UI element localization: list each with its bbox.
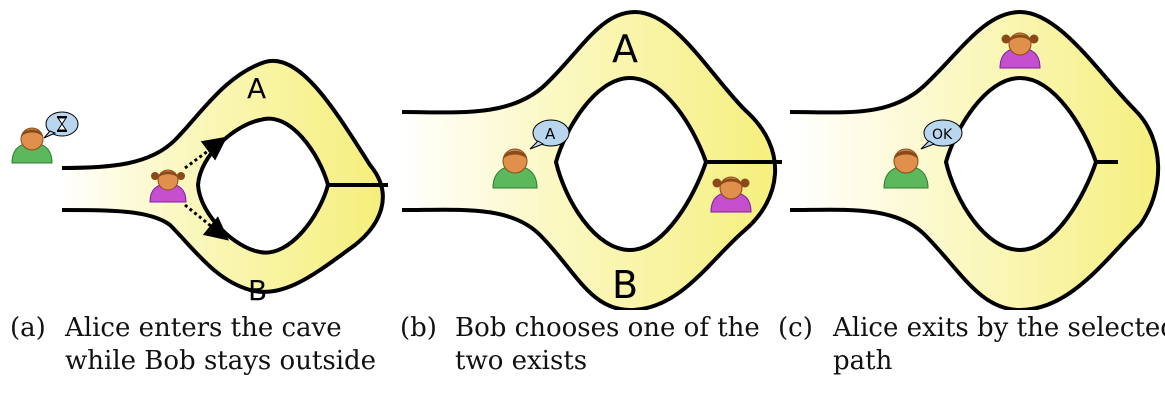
caption-b: (b) Bob chooses one of the two exists <box>400 312 760 382</box>
panel-b-label-bottom: B <box>612 263 638 307</box>
caption-c-line2: path <box>833 346 893 376</box>
caption-c: (c) Alice exits by the selected path <box>778 312 1165 382</box>
panel-c-bob-avatar <box>883 148 929 189</box>
caption-a-line2: while Bob stays outside <box>65 346 377 376</box>
panel-b-bubble-text: A <box>545 125 556 143</box>
caption-c-line1: Alice exits by the selected <box>833 313 1165 343</box>
panel-a-label-top: A <box>247 72 266 105</box>
panel-a-cave <box>61 58 388 294</box>
caption-a-line1: Alice enters the cave <box>65 313 342 343</box>
panel-b-cave <box>401 9 782 310</box>
caption-a: (a) Alice enters the cave while Bob stay… <box>10 312 376 382</box>
panel-b-alice-avatar <box>710 176 752 213</box>
panel-b-label-top: A <box>612 27 638 71</box>
panel-b-bob-avatar <box>492 148 538 189</box>
panel-c-alice-avatar <box>999 32 1041 69</box>
panel-a-bob-avatar <box>11 127 53 164</box>
zkp-cave-figure: A B A B A <box>11 9 1161 310</box>
panel-c-bob-bubble <box>920 119 963 150</box>
panel-b-bob-bubble <box>529 119 570 150</box>
panel-a-label-bottom: B <box>248 274 267 307</box>
caption-b-line2: two exists <box>455 346 588 376</box>
panel-c-bubble-text: OK <box>932 127 953 143</box>
panel-c-cave <box>789 9 1161 310</box>
panel-a-alice-avatar <box>149 169 187 203</box>
caption-b-number: (b) <box>400 313 437 343</box>
caption-c-number: (c) <box>778 313 813 343</box>
caption-a-number: (a) <box>10 313 46 343</box>
hourglass-icon <box>57 116 67 132</box>
caption-b-line1: Bob chooses one of the <box>455 313 760 343</box>
